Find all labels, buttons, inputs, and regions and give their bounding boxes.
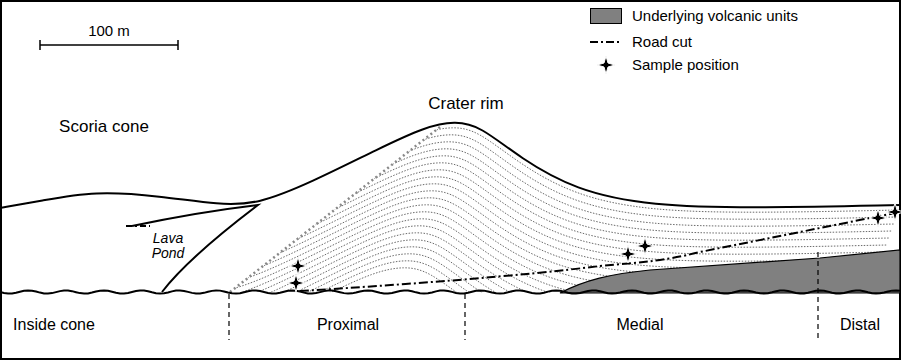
bedding-line bbox=[0, 163, 887, 248]
feature-label: Crater rim bbox=[428, 95, 504, 114]
zone-label: Proximal bbox=[317, 316, 379, 334]
legend-text: Underlying volcanic units bbox=[632, 8, 798, 25]
lava-pond bbox=[132, 205, 258, 292]
bedding-line bbox=[0, 177, 882, 262]
underlying-unit bbox=[560, 250, 900, 293]
inner-crater-wall bbox=[230, 127, 440, 292]
zone-dividers bbox=[229, 252, 818, 340]
bedding-line bbox=[0, 184, 880, 269]
bedding-layers bbox=[0, 128, 899, 353]
legend-swatch bbox=[590, 8, 622, 24]
zone-label: Medial bbox=[616, 316, 663, 334]
legend-road-cut-sample bbox=[590, 41, 622, 43]
sample-positions bbox=[287, 203, 901, 292]
bedding-line bbox=[0, 149, 892, 234]
scale-label: 100 m bbox=[88, 23, 130, 40]
legend-star-sample bbox=[597, 56, 615, 74]
feature-label: Lava Pond bbox=[143, 231, 193, 262]
legend-text: Sample position bbox=[632, 57, 739, 74]
road-cut bbox=[300, 212, 900, 291]
bedding-line bbox=[0, 142, 894, 227]
bedding-line bbox=[0, 128, 899, 213]
zone-label: Inside cone bbox=[13, 316, 95, 334]
ground-line bbox=[0, 290, 900, 293]
scale-bar bbox=[40, 40, 178, 50]
zone-label: Distal bbox=[840, 316, 880, 334]
lava-pond-top bbox=[126, 225, 150, 227]
feature-label: Scoria cone bbox=[59, 118, 149, 137]
legend-text: Road cut bbox=[632, 34, 692, 51]
